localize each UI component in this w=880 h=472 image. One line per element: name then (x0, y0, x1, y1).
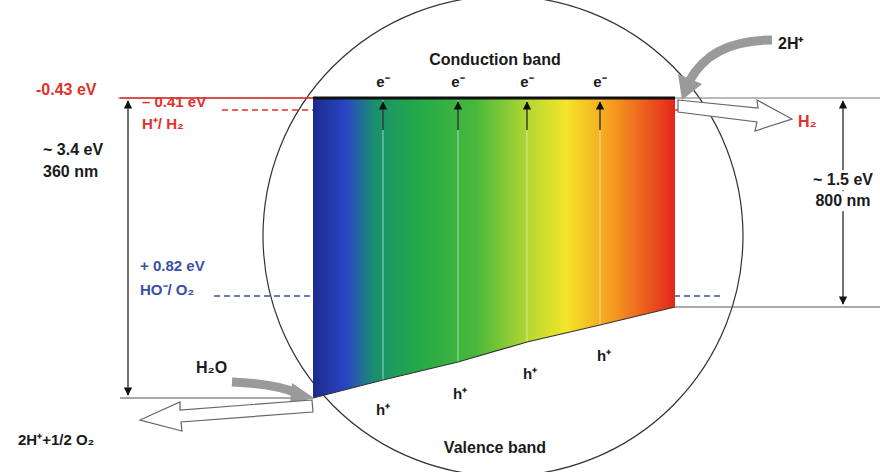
level-line (118, 97, 880, 98)
redox-couple: HO⁻/ O₂ (140, 282, 194, 299)
band-gap (313, 98, 675, 398)
reactant: 2H⁺ (778, 35, 803, 53)
electron: e⁻ (451, 74, 464, 91)
energy-value: ~ 1.5 eV (810, 170, 876, 190)
hole: h⁺ (453, 386, 467, 403)
band-name: Valence band (444, 439, 546, 457)
hole: h⁺ (376, 402, 390, 419)
level-line (120, 397, 313, 398)
excitation-arrows (383, 102, 600, 130)
product: H₂ (798, 113, 817, 131)
wavelength: 360 nm (40, 162, 101, 182)
particle-circle (263, 0, 743, 472)
potential-value: + 0.82 eV (140, 258, 205, 275)
electron: e⁻ (376, 74, 389, 91)
wavelength: 800 nm (812, 191, 873, 211)
electron: e⁻ (520, 74, 533, 91)
band-name: Conduction band (429, 51, 561, 69)
reactant-arrow (678, 74, 702, 100)
product-arrow (678, 100, 792, 131)
product: 2H⁺+1/2 O₂ (18, 432, 94, 449)
energy-arrow (127, 101, 128, 395)
reactant: H₂O (196, 359, 227, 377)
hole: h⁺ (523, 366, 537, 383)
energy-value: ~ 3.4 eV (40, 140, 106, 160)
potential-value: – 0.41 eV (142, 94, 206, 111)
redox-couple: H⁺/ H₂ (142, 116, 184, 133)
transition-lines (383, 100, 600, 380)
reactant-arrow (232, 382, 296, 393)
potential-value: -0.43 eV (36, 81, 96, 99)
level-line (675, 306, 880, 307)
conduction-edge (313, 97, 675, 100)
product-arrow (140, 400, 313, 431)
valence-edge (313, 307, 675, 398)
electron: e⁻ (593, 74, 606, 91)
hole: h⁺ (597, 348, 611, 365)
reactant-arrow (690, 40, 772, 80)
